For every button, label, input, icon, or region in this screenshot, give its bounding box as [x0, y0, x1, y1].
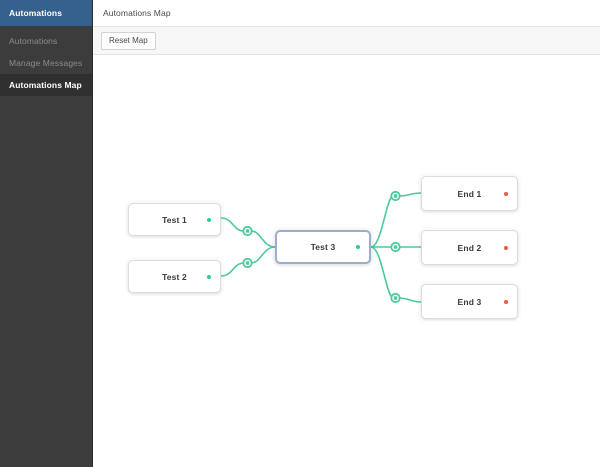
output-port-dot-icon[interactable] [207, 274, 211, 279]
page-title: Automations Map [103, 8, 171, 18]
map-node-label: Test 2 [162, 271, 187, 282]
link-junction3-to-end1 [398, 192, 422, 197]
link-junction1-to-test3 [250, 230, 276, 248]
map-node-end-1[interactable]: End 1 [421, 176, 518, 211]
link-junction2-to-test3 [250, 246, 276, 264]
link-test3-to-junction5 [370, 246, 393, 299]
map-node-test-1[interactable]: Test 1 [128, 203, 221, 236]
link-test1-to-junction [220, 217, 245, 232]
sidebar-item-label: Manage Messages [9, 58, 83, 68]
sidebar-item-automations[interactable]: Automations [0, 30, 92, 52]
map-node-label: Test 1 [162, 214, 187, 225]
page-header: Automations Map [93, 0, 600, 26]
main-content: Automations Map Reset Map [93, 0, 600, 467]
output-port-dot-icon[interactable] [207, 217, 211, 222]
map-node-test-2[interactable]: Test 2 [128, 260, 221, 293]
toolbar: Reset Map [93, 26, 600, 55]
link-test3-to-junction3 [370, 195, 393, 248]
map-node-test-3[interactable]: Test 3 [275, 230, 371, 264]
link-junction5-to-end3 [398, 297, 422, 303]
sidebar-item-label: Automations [9, 36, 58, 46]
connector-core-4 [393, 245, 398, 249]
reset-map-button[interactable]: Reset Map [101, 31, 156, 50]
sidebar: Automations Automations Manage Messages … [0, 0, 93, 467]
map-node-label: End 1 [457, 188, 482, 199]
sidebar-item-label: Automations Map [9, 80, 82, 90]
map-node-label: End 3 [457, 296, 482, 307]
map-node-label: Test 3 [310, 242, 336, 252]
sidebar-nav: Automations Manage Messages Automations … [0, 26, 92, 96]
map-connections [220, 190, 422, 304]
end-port-dot-icon[interactable] [504, 245, 508, 250]
map-node-end-2[interactable]: End 2 [421, 230, 518, 265]
map-node-label: End 2 [457, 242, 482, 253]
output-port-dot-icon[interactable] [356, 245, 360, 249]
connector-core-1 [245, 229, 250, 233]
connector-core-5 [393, 296, 398, 300]
sidebar-item-automations-map[interactable]: Automations Map [0, 74, 92, 96]
sidebar-item-manage-messages[interactable]: Manage Messages [0, 52, 92, 74]
connector-core-2 [245, 261, 250, 265]
sidebar-brand-label: Automations [9, 8, 63, 18]
end-port-dot-icon[interactable] [504, 191, 508, 196]
map-canvas[interactable]: Test 1 Test 2 Test 3 End 1 End 2 [93, 55, 600, 467]
connector-core-3 [393, 194, 398, 198]
link-test2-to-junction [220, 262, 245, 277]
sidebar-brand[interactable]: Automations [0, 0, 92, 26]
map-node-end-3[interactable]: End 3 [421, 284, 518, 319]
end-port-dot-icon[interactable] [504, 299, 508, 304]
